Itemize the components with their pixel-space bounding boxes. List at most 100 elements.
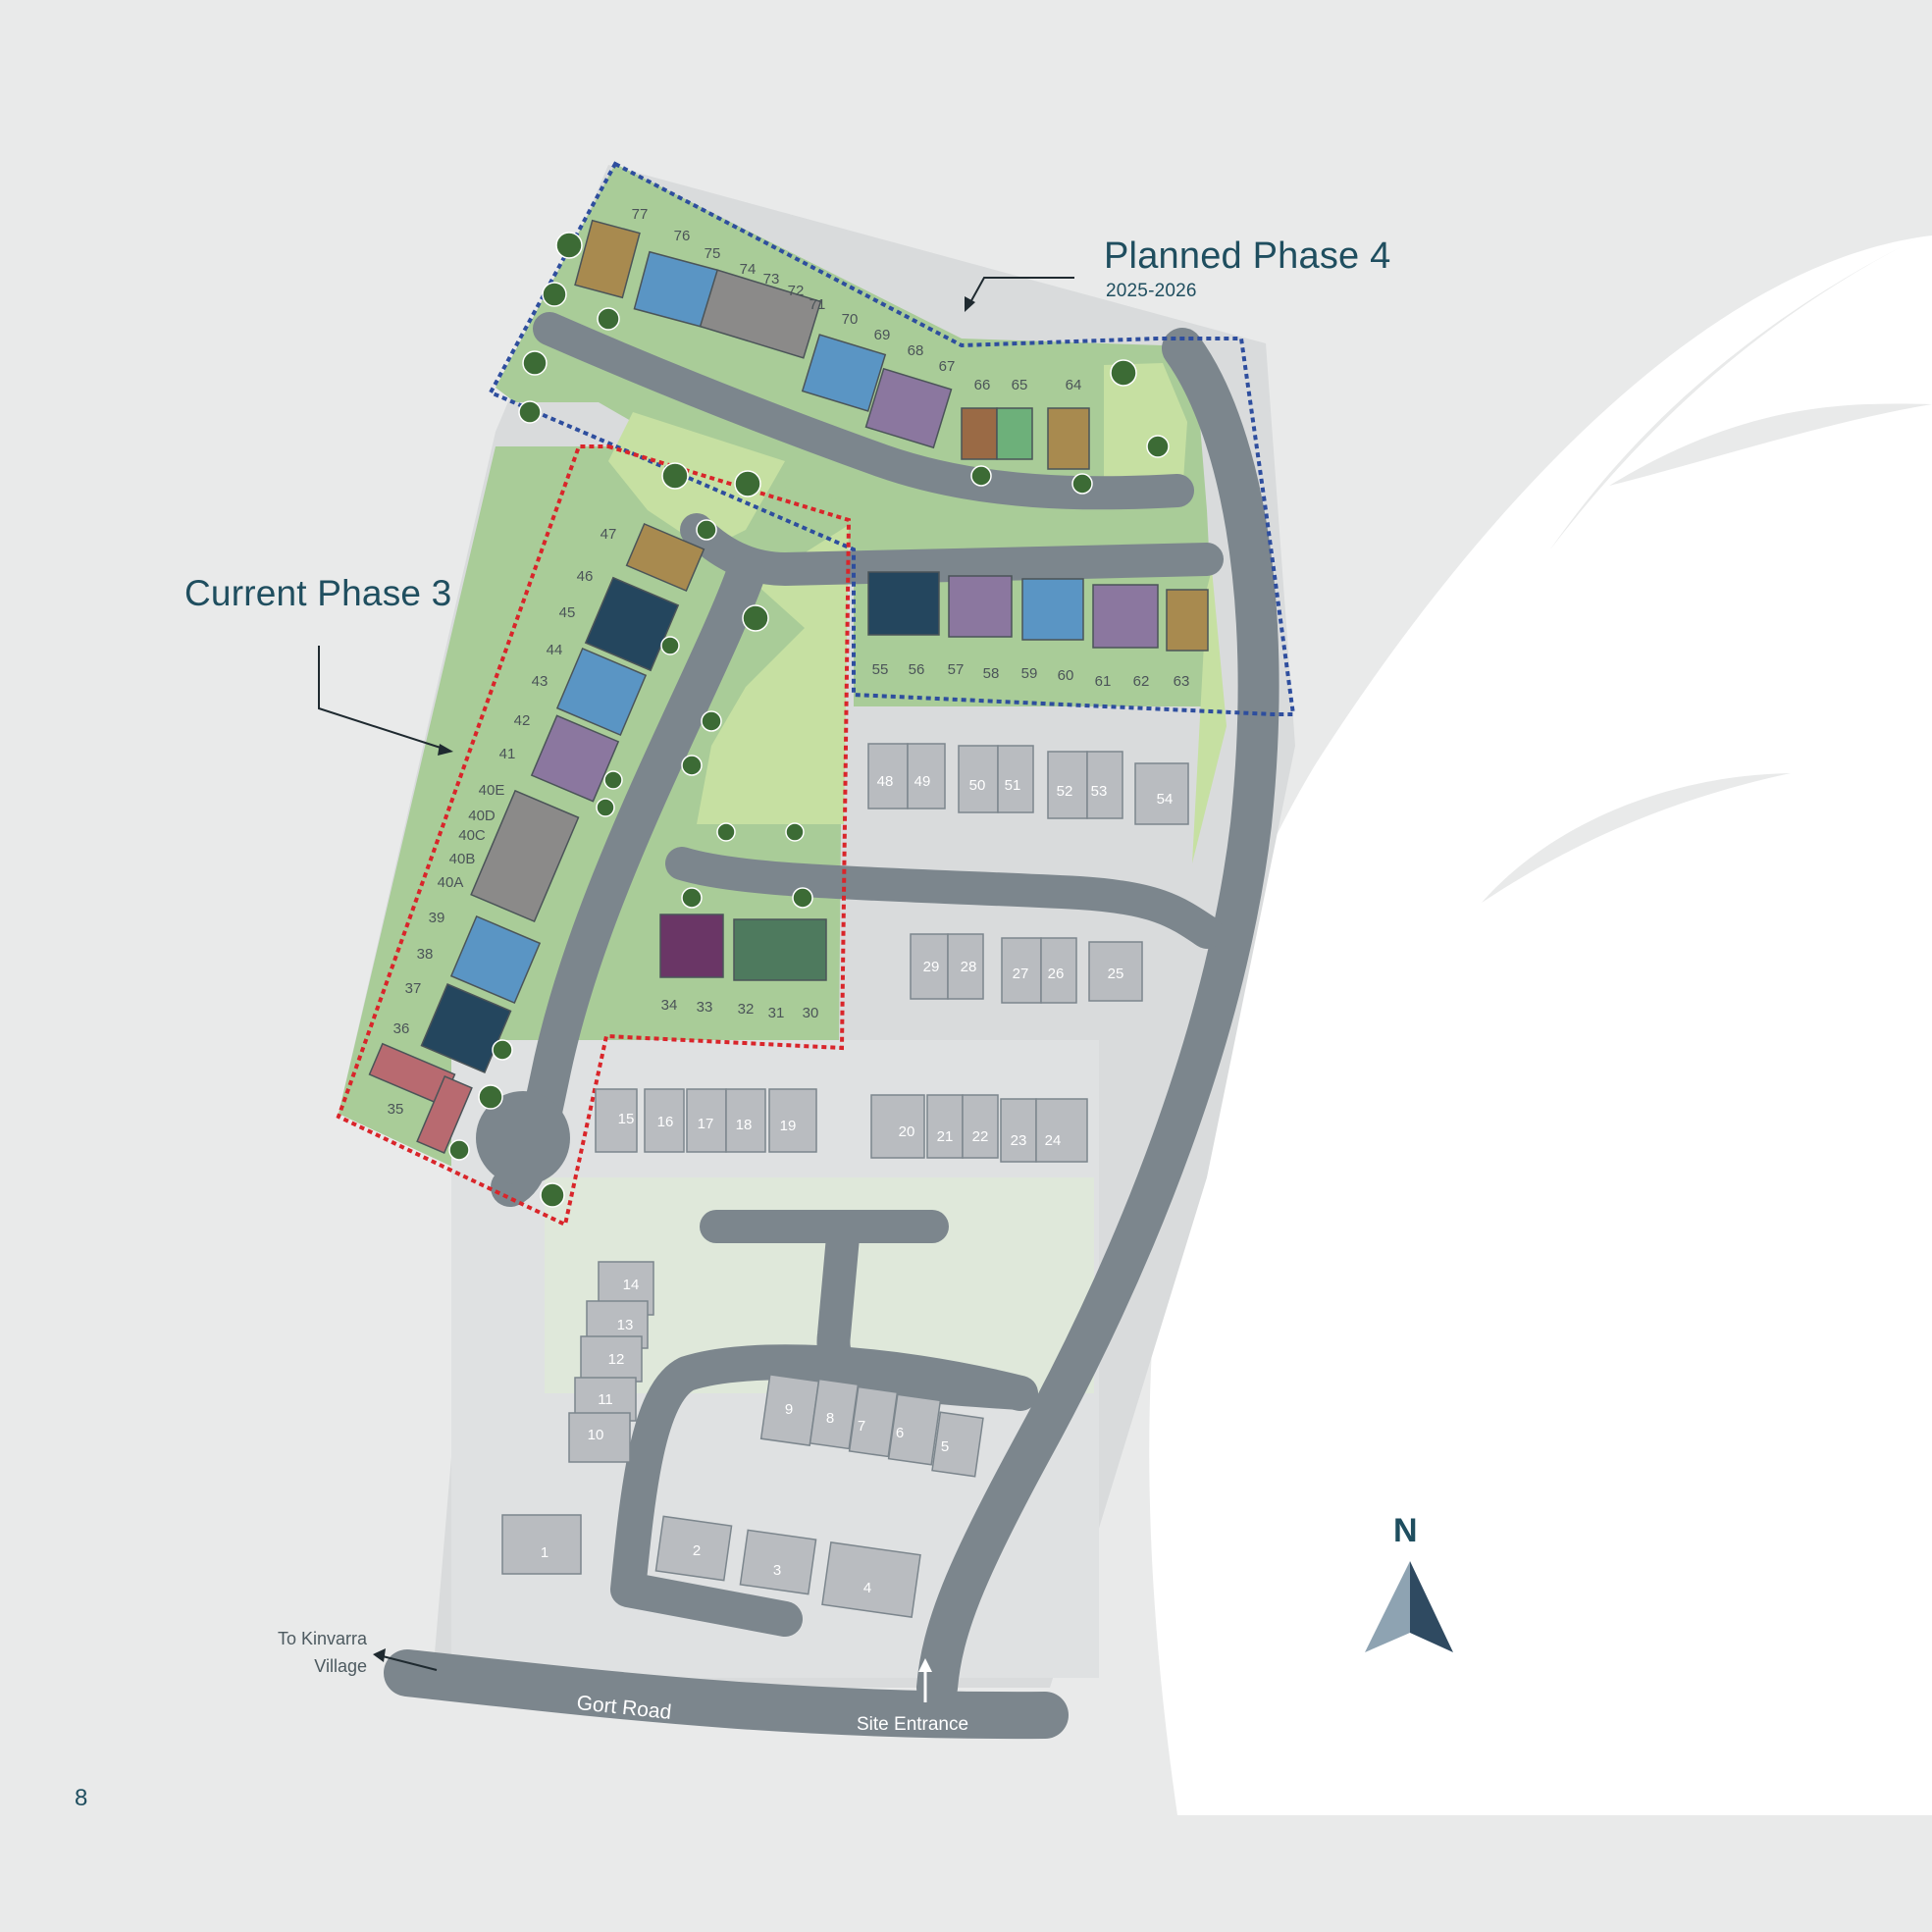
house-4	[821, 1541, 921, 1618]
tree-icon	[785, 822, 805, 842]
plot-label-32: 32	[738, 1001, 755, 1018]
background-swoosh	[1149, 235, 1932, 1815]
cul-de-sac-turning-head	[476, 1091, 570, 1185]
plot-label-40D: 40D	[468, 808, 496, 824]
plot-label-45: 45	[559, 604, 576, 621]
plot-label-35: 35	[388, 1101, 404, 1118]
house-57-58	[948, 575, 1013, 638]
plot-label-57: 57	[948, 661, 965, 678]
plot-label-74: 74	[740, 261, 757, 278]
house-49	[907, 743, 946, 809]
plot-label-75: 75	[705, 245, 721, 262]
plot-label-51: 51	[1005, 777, 1021, 794]
tree-icon	[492, 1039, 513, 1061]
house-27	[1001, 937, 1042, 1004]
tree-icon	[1071, 473, 1093, 495]
phase4-houses	[574, 219, 1209, 652]
phase4-years: 2025-2026	[1106, 281, 1197, 301]
site-entrance-label: Site Entrance	[857, 1714, 969, 1735]
tree-icon	[681, 887, 703, 909]
house-19	[768, 1088, 817, 1153]
plot-label-13: 13	[617, 1317, 634, 1333]
plot-label-73: 73	[763, 271, 780, 287]
plot-label-59: 59	[1021, 665, 1038, 682]
plot-label-34: 34	[661, 997, 678, 1014]
phase4-callout-arrow-icon	[968, 277, 1074, 305]
plot-label-4: 4	[863, 1580, 871, 1596]
plot-label-70: 70	[842, 311, 859, 328]
plot-label-40C: 40C	[458, 827, 486, 844]
phase4-boundary	[488, 161, 1296, 716]
tree-icon	[542, 282, 567, 307]
plot-label-72: 72	[788, 283, 805, 299]
tree-icon	[478, 1084, 503, 1110]
open-space-central	[697, 525, 849, 824]
plot-label-25: 25	[1108, 966, 1124, 982]
tree-icon	[701, 710, 722, 732]
plot-label-52: 52	[1057, 783, 1073, 800]
plot-label-64: 64	[1066, 377, 1082, 393]
plot-label-58: 58	[983, 665, 1000, 682]
plot-label-48: 48	[877, 773, 894, 790]
house-10	[568, 1412, 631, 1463]
house-35-wing	[416, 1075, 473, 1154]
house-77	[574, 219, 641, 299]
house-47	[625, 522, 705, 593]
plot-label-36: 36	[393, 1020, 410, 1037]
house-64	[1047, 407, 1090, 470]
house-22	[962, 1094, 999, 1159]
tree-icon	[518, 400, 542, 424]
house-51	[997, 745, 1034, 813]
house-24	[1035, 1098, 1088, 1163]
plot-label-44: 44	[547, 642, 563, 658]
plot-label-21: 21	[937, 1128, 954, 1145]
plot-label-24: 24	[1045, 1132, 1062, 1149]
house-66	[961, 407, 998, 460]
plot-label-14: 14	[623, 1277, 640, 1293]
phase3-houses	[368, 522, 827, 1154]
house-29	[910, 933, 949, 1000]
house-5	[931, 1411, 984, 1478]
tree-icon	[448, 1139, 470, 1161]
house-40A-40E	[470, 789, 580, 923]
house-2	[654, 1515, 733, 1582]
tree-icon	[540, 1182, 565, 1208]
plot-label-68: 68	[908, 342, 924, 359]
main-spine-road	[916, 328, 1279, 1708]
tree-icon	[603, 770, 623, 790]
kinvarra-arrow-icon	[382, 1655, 438, 1671]
plot-label-33: 33	[697, 999, 713, 1016]
tree-icon	[696, 519, 717, 541]
tree-icon	[660, 636, 680, 655]
kinvarra-arrowhead-icon	[373, 1648, 386, 1662]
north-arrow-left-icon	[1365, 1561, 1410, 1652]
plot-label-60: 60	[1058, 667, 1074, 684]
tree-icon	[596, 798, 615, 817]
plot-label-16: 16	[657, 1114, 674, 1130]
house-23	[1000, 1098, 1037, 1163]
lower-loop-road	[610, 1344, 1038, 1637]
phase4-title: Planned Phase 4	[1104, 235, 1391, 277]
plot-label-56: 56	[909, 661, 925, 678]
open-space-north	[608, 412, 785, 549]
plot-label-17: 17	[698, 1116, 714, 1132]
plot-label-62: 62	[1133, 673, 1150, 690]
house-15	[595, 1088, 638, 1153]
house-32-30	[733, 918, 827, 981]
plot-label-38: 38	[417, 946, 434, 963]
house-21	[926, 1094, 964, 1159]
plot-label-46: 46	[577, 568, 594, 585]
plot-label-71: 71	[809, 296, 826, 313]
plot-label-55: 55	[872, 661, 889, 678]
kinvarra-label: To Kinvarra Village	[277, 1629, 367, 1676]
tree-icon	[742, 604, 769, 632]
plot-label-12: 12	[608, 1351, 625, 1368]
house-63	[1166, 589, 1209, 652]
plot-label-39: 39	[429, 910, 445, 926]
plot-label-27: 27	[1013, 966, 1029, 982]
tree-icon	[792, 887, 813, 909]
plot-label-8: 8	[826, 1410, 834, 1427]
house-12	[580, 1335, 643, 1383]
background-leaf-1	[1609, 403, 1932, 486]
